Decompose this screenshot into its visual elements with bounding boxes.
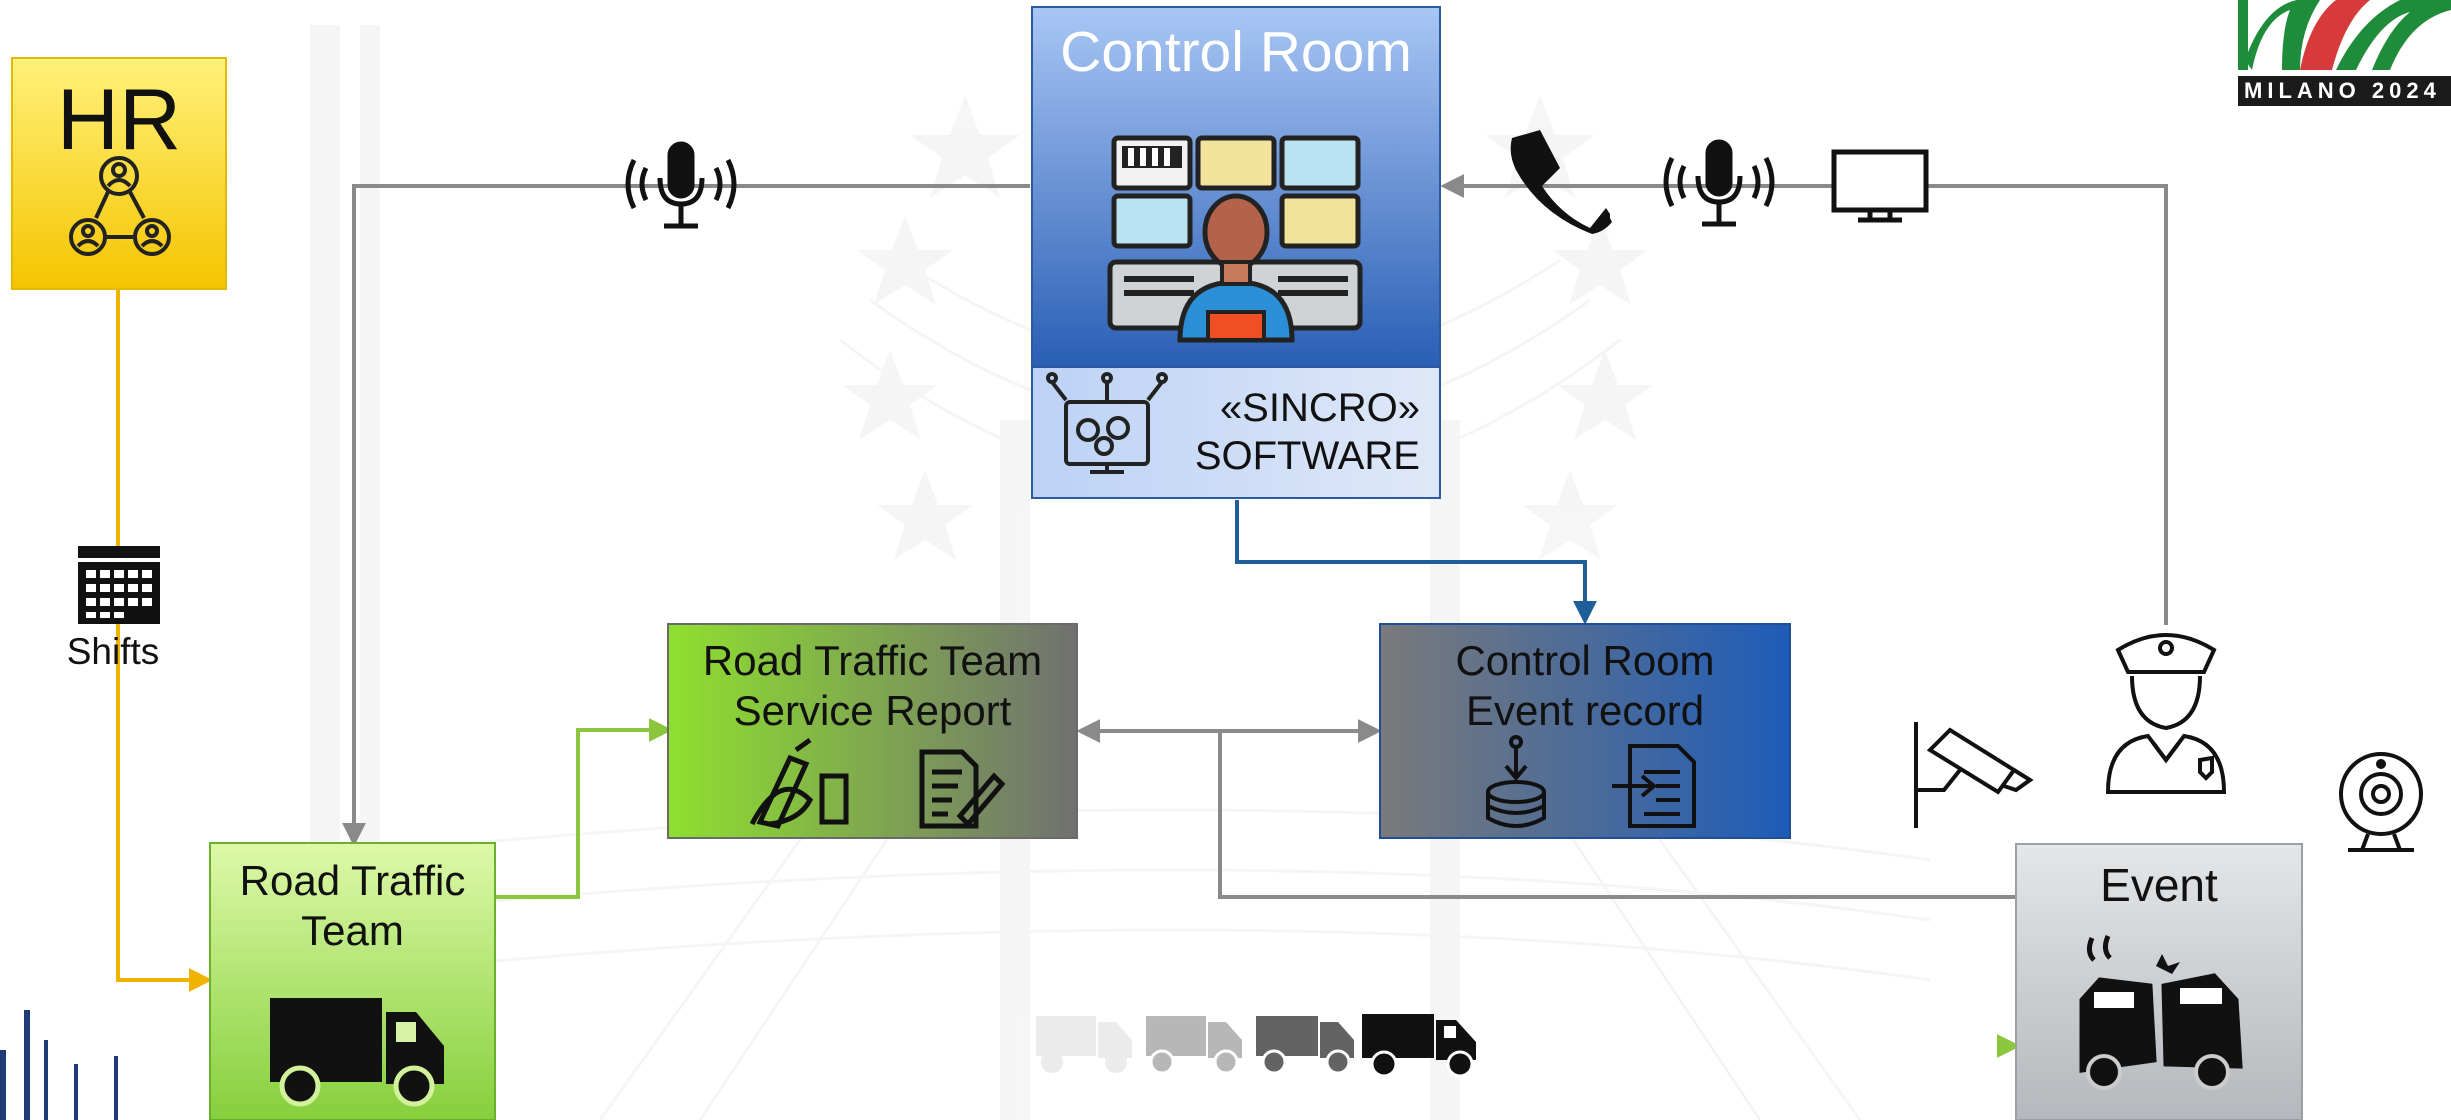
police-officer-icon [2105, 633, 2227, 794]
connector-software-to-event-record [1235, 500, 1597, 625]
service-report-box [667, 623, 1078, 839]
software-box [1031, 366, 1441, 499]
connector-road-team-to-report [496, 718, 673, 899]
control-room-title: Control Room [1060, 20, 1412, 84]
connector-officer-to-control-room [1440, 174, 2168, 625]
truck-faded-1 [1036, 1016, 1132, 1073]
shifts-label: Shifts [66, 631, 160, 672]
database-download-icon [1486, 735, 1546, 828]
signature-icon [749, 737, 849, 829]
connector-event-to-records [1218, 731, 2018, 899]
event-label: Event [2100, 859, 2218, 911]
calendar-icon [78, 546, 160, 624]
service-report-line-2: Service Report [733, 687, 1012, 734]
event-record-box [1379, 623, 1791, 839]
document-import-icon [1612, 744, 1696, 828]
event-box [2015, 843, 2303, 1120]
monitor-icon [1831, 149, 1929, 223]
monitor-gears-icon [1046, 372, 1168, 474]
webcam-icon [2339, 752, 2423, 852]
logo-text: MILANO 2024 [2244, 78, 2441, 103]
skyline-decoration [0, 1010, 118, 1120]
hr-label: HR [56, 72, 182, 168]
truck-faded-2 [1146, 1016, 1242, 1075]
microphone-icon-right [1663, 139, 1775, 227]
cctv-camera-icon [1914, 722, 2034, 828]
event-record-line-2: Event record [1465, 687, 1705, 734]
hr-box [11, 57, 227, 290]
software-line-2: SOFTWARE [1194, 434, 1420, 478]
event-record-line-1: Control Room [1455, 637, 1715, 684]
road-team-line-2: Team [301, 907, 404, 954]
phone-icon [1510, 130, 1612, 234]
car-crash-icon [2079, 935, 2243, 1090]
org-chart-icon [69, 156, 171, 256]
software-line-1: «SINCRO» [1219, 386, 1420, 430]
milano-logo [2238, 0, 2451, 106]
truck-solid [1362, 1014, 1476, 1078]
connector-control-room-to-road-team [342, 184, 1030, 847]
truck-faded-3 [1256, 1016, 1354, 1075]
truck-convoy [1036, 1014, 1476, 1078]
connector-hr-to-road-team [116, 290, 213, 992]
truck-icon [270, 998, 444, 1107]
microphone-icon [625, 141, 737, 229]
service-report-line-1: Road Traffic Team [702, 637, 1043, 684]
road-team-line-1: Road Traffic [239, 857, 466, 904]
operator-monitors-icon [1107, 135, 1363, 343]
document-edit-icon [919, 749, 1006, 829]
road-team-box [209, 842, 496, 1120]
